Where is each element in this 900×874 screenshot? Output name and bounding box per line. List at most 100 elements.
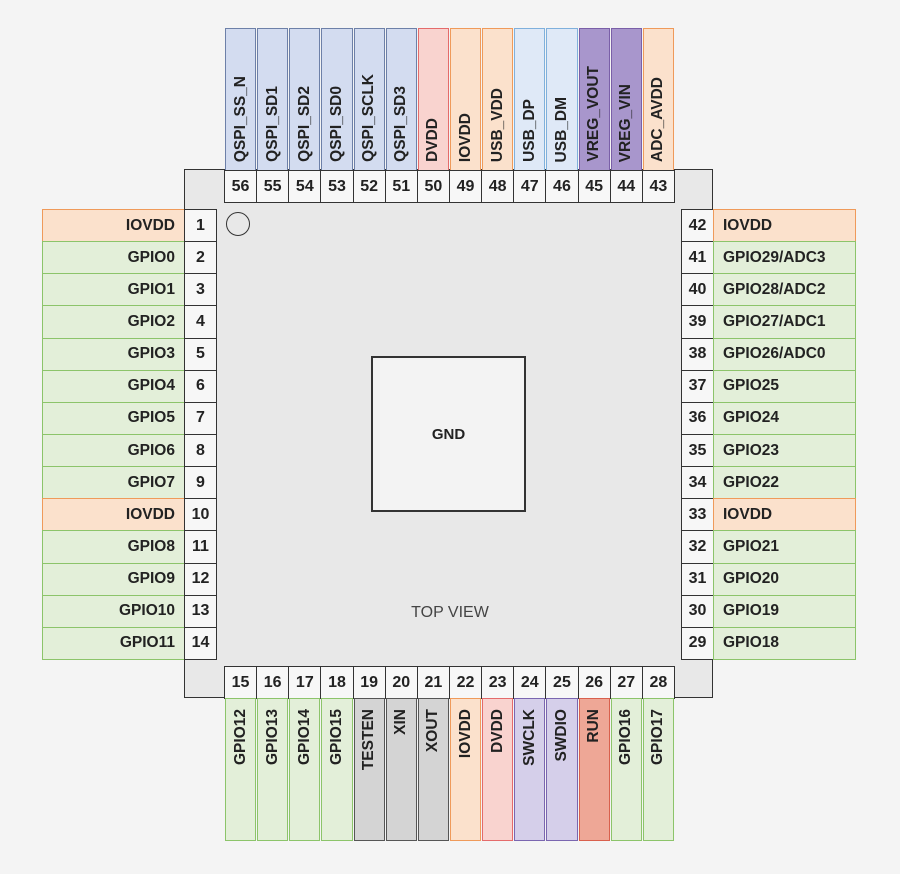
pin-number: 37 xyxy=(681,369,714,403)
pin-label-text: GPIO29/ADC3 xyxy=(723,248,826,266)
pin-label-text: USB_DM xyxy=(552,96,570,162)
pin-label: USB_DP xyxy=(514,28,546,171)
pin-label-text: QSPI_SD1 xyxy=(263,86,281,162)
pin-number: 45 xyxy=(577,170,611,203)
pin-number: 56 xyxy=(224,170,258,203)
ground-pad-label: GND xyxy=(431,425,466,443)
pin-label-text: RUN xyxy=(585,709,603,743)
pin-label-text: GPIO27/ADC1 xyxy=(723,312,826,330)
pin-label-text: GPIO19 xyxy=(723,602,779,620)
pin-label-text: TESTEN xyxy=(360,709,378,771)
pin-number: 20 xyxy=(384,666,418,699)
pin-label-text: IOVDD xyxy=(456,112,474,162)
pin-label: GPIO0 xyxy=(42,241,185,275)
pin-label: GPIO19 xyxy=(713,594,856,628)
pin-label: GPIO22 xyxy=(713,466,856,500)
pin-label: TESTEN xyxy=(353,698,385,841)
ground-pad: GND xyxy=(371,356,526,512)
pin-label-text: VREG_VIN xyxy=(617,83,635,162)
pin-label-text: GPIO10 xyxy=(119,602,175,620)
pin-number: 42 xyxy=(681,209,714,243)
pin-label: ADC_AVDD xyxy=(642,28,674,171)
pin-number: 50 xyxy=(416,170,450,203)
pin-label-text: DVDD xyxy=(488,709,506,753)
pin-number: 4 xyxy=(184,305,217,339)
pin-number: 5 xyxy=(184,337,217,371)
pin-label-text: GPIO26/ADC0 xyxy=(723,345,826,363)
pin1-marker xyxy=(226,212,250,236)
pin-number: 3 xyxy=(184,273,217,307)
pin-label-text: GPIO0 xyxy=(127,248,175,266)
pin-label-text: GPIO6 xyxy=(127,441,175,459)
pin-label: GPIO16 xyxy=(610,698,642,841)
pin-label: GPIO14 xyxy=(289,698,321,841)
pin-number: 38 xyxy=(681,337,714,371)
pin-number: 47 xyxy=(513,170,547,203)
pin-label: IOVDD xyxy=(449,28,482,171)
pin-label: GPIO7 xyxy=(42,466,185,500)
pin-label: QSPI_SS_N xyxy=(225,28,257,171)
pin-label: GPIO8 xyxy=(42,530,185,564)
pin-label-text: GPIO28/ADC2 xyxy=(723,280,826,298)
pin-label-text: QSPI_SD2 xyxy=(295,86,313,162)
pin-label-text: GPIO12 xyxy=(231,709,249,765)
pin-number: 39 xyxy=(681,305,714,339)
pin-label-text: GPIO4 xyxy=(127,377,175,395)
pin-label-text: GPIO13 xyxy=(263,709,281,765)
pin-label-text: XIN xyxy=(392,709,410,735)
pin-number: 27 xyxy=(609,666,643,699)
pin-number: 53 xyxy=(320,170,354,203)
pin-label-text: VREG_VOUT xyxy=(585,66,603,162)
pin-label: GPIO23 xyxy=(713,433,856,468)
pin-label: VREG_VIN xyxy=(610,28,642,171)
pin-number: 7 xyxy=(184,401,217,435)
pin-label: VREG_VOUT xyxy=(578,28,610,171)
pin-label-text: GPIO5 xyxy=(127,409,175,427)
pin-label-text: IOVDD xyxy=(125,216,175,234)
pin-number: 33 xyxy=(681,498,714,532)
pin-label-text: SWCLK xyxy=(520,709,538,766)
pin-label-text: GPIO1 xyxy=(127,280,175,298)
pin-label-text: GPIO25 xyxy=(723,377,779,395)
pin-label: GPIO26/ADC0 xyxy=(713,337,856,371)
pin-label: USB_VDD xyxy=(482,28,514,171)
pin-label: GPIO11 xyxy=(42,626,185,660)
pin-label: GPIO27/ADC1 xyxy=(713,305,856,339)
pin-label: GPIO28/ADC2 xyxy=(713,273,856,307)
pin-number: 1 xyxy=(184,209,217,243)
pin-label-text: GPIO20 xyxy=(723,570,779,588)
pin-number: 54 xyxy=(288,170,322,203)
pin-label-text: QSPI_SD0 xyxy=(327,86,345,162)
pin-number: 8 xyxy=(184,433,217,468)
pin-label-text: IOVDD xyxy=(125,505,175,523)
pin-number: 48 xyxy=(481,170,515,203)
pin-label: GPIO4 xyxy=(42,369,185,403)
pin-label-text: USB_DP xyxy=(520,99,538,162)
pin-number: 40 xyxy=(681,273,714,307)
pin-label-text: GPIO17 xyxy=(649,709,667,765)
pin-label: RUN xyxy=(578,698,610,841)
pin-label-text: GPIO23 xyxy=(723,441,779,459)
pin-label-text: GPIO11 xyxy=(119,634,175,652)
pin-label: GPIO15 xyxy=(321,698,353,841)
pin-label: GPIO5 xyxy=(42,401,185,435)
pin-number: 12 xyxy=(184,562,217,596)
pin-number: 15 xyxy=(224,666,258,699)
pin-label: IOVDD xyxy=(42,498,185,532)
pin-label: GPIO3 xyxy=(42,337,185,371)
pin-number: 46 xyxy=(545,170,579,203)
pin-label-text: USB_VDD xyxy=(488,87,506,162)
pin-label-text: GPIO9 xyxy=(127,570,175,588)
pin-number: 22 xyxy=(448,666,483,699)
pin-label-text: GPIO2 xyxy=(127,312,175,330)
pin-number: 52 xyxy=(352,170,386,203)
pin-label-text: IOVDD xyxy=(723,505,773,523)
pin-number: 14 xyxy=(184,626,217,660)
pin-number: 11 xyxy=(184,530,217,564)
pin-label: GPIO13 xyxy=(257,698,289,841)
pin-label: GPIO6 xyxy=(42,433,185,468)
pin-label: GPIO29/ADC3 xyxy=(713,241,856,275)
pin-label-text: SWDIO xyxy=(552,709,570,762)
pin-label-text: QSPI_SCLK xyxy=(360,74,378,162)
pin-number: 28 xyxy=(641,666,675,699)
